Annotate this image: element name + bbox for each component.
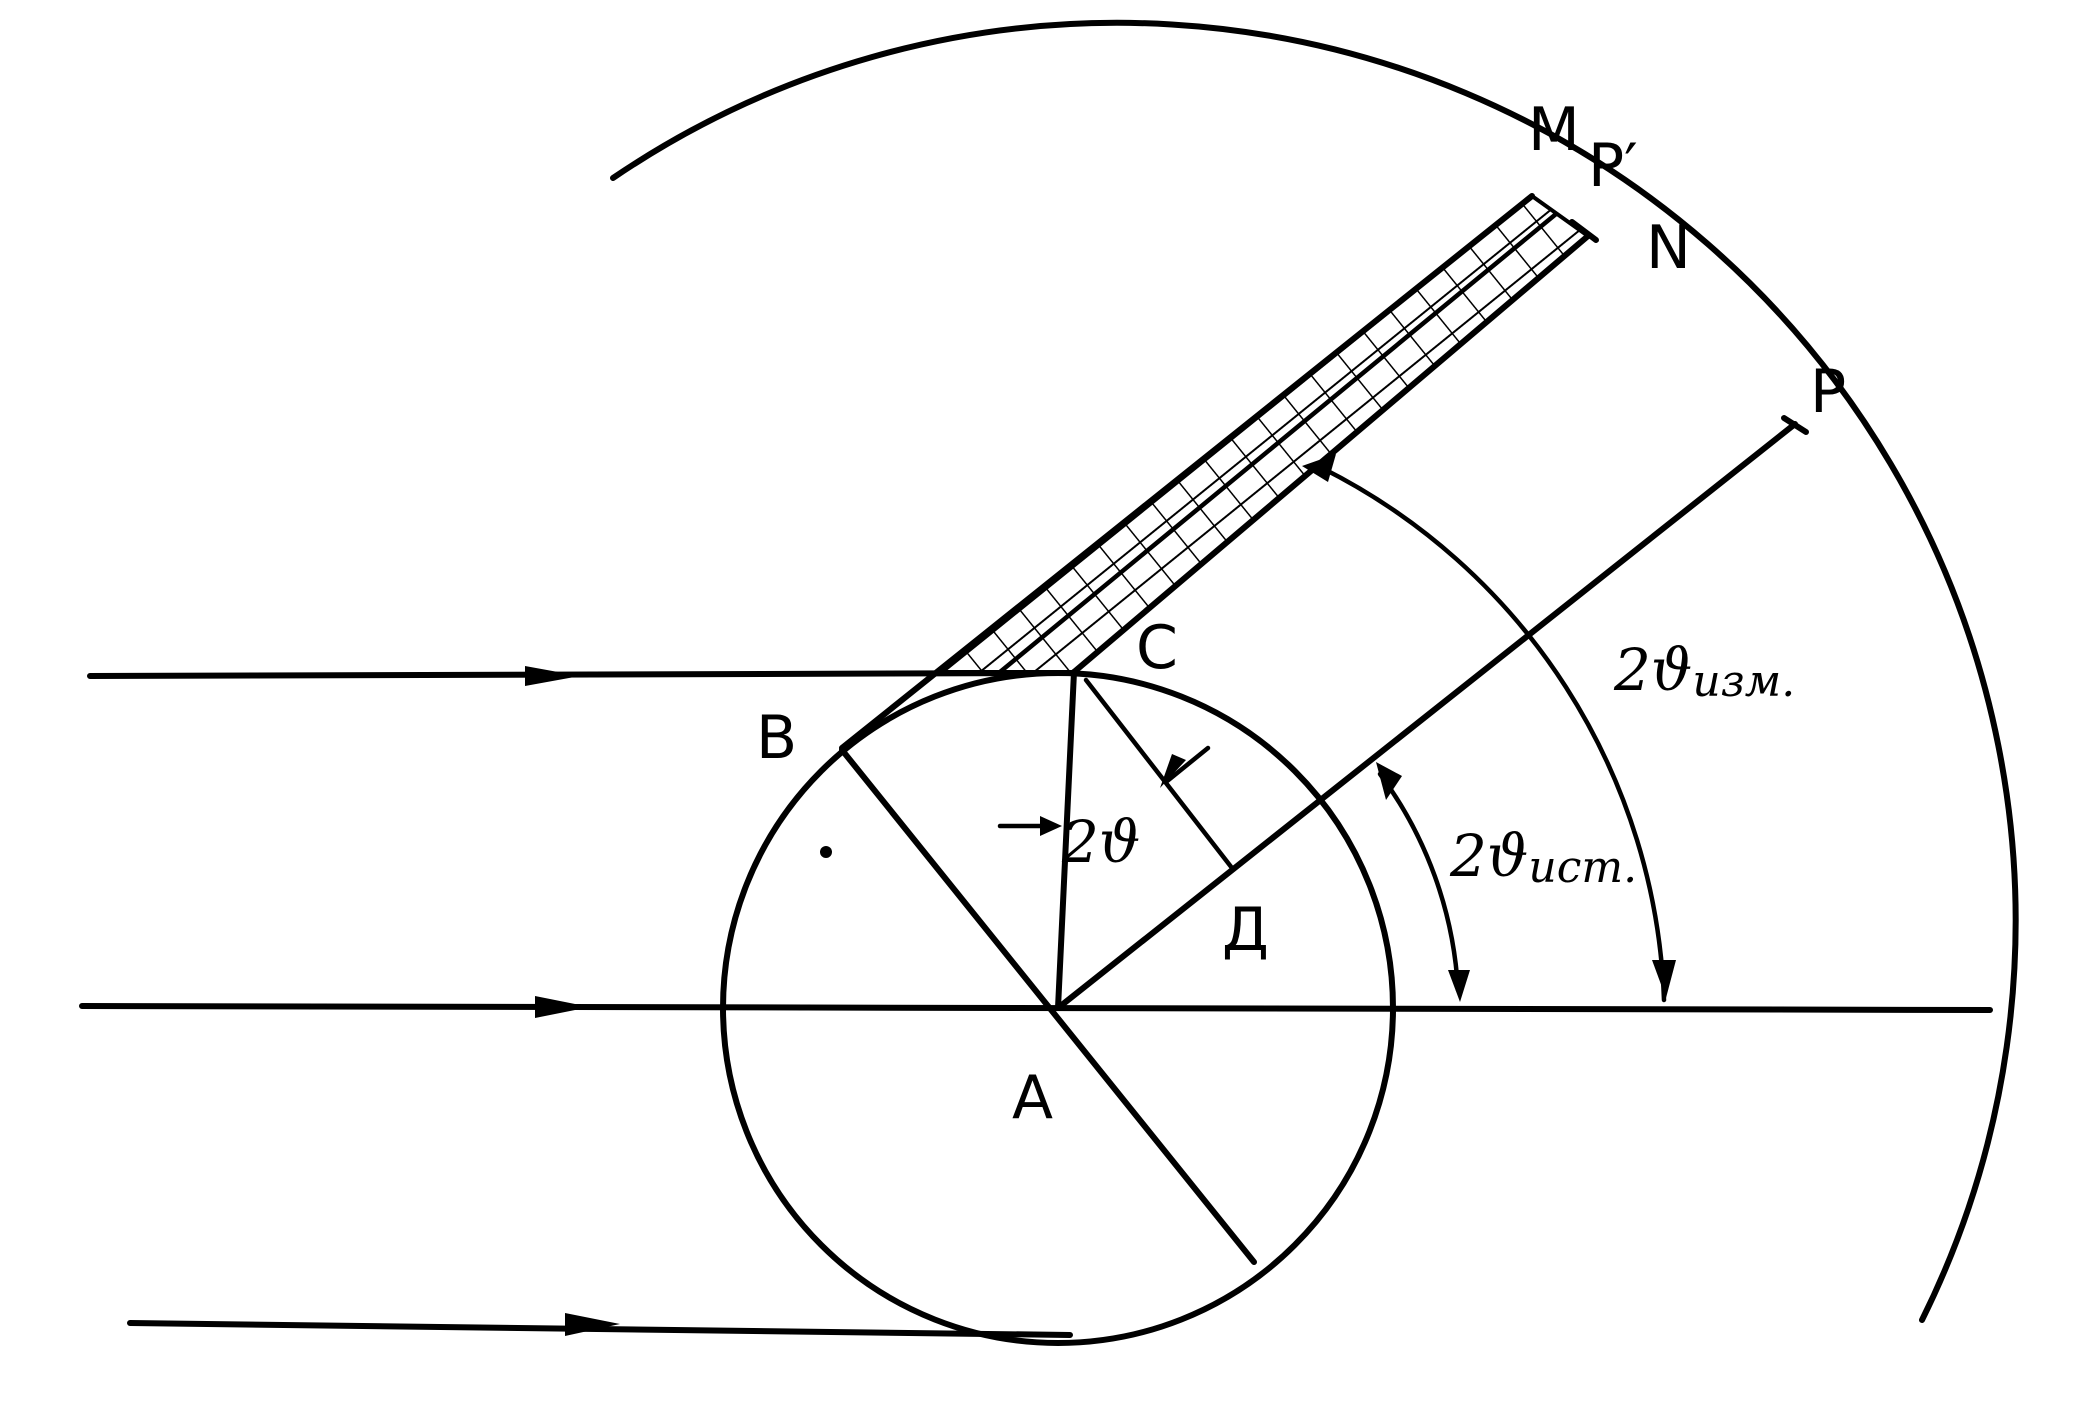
label-a: A (1012, 1063, 1053, 1133)
beam-arrowhead-bottom (565, 1313, 620, 1336)
arrowhead-true-bottom (1448, 970, 1470, 1002)
label-d: Д (1222, 895, 1269, 965)
small-arrowhead-left (1040, 816, 1062, 836)
label-m: M (1528, 95, 1580, 165)
radius-a-c (1055, 669, 1077, 1011)
beam-arrowhead-middle (535, 996, 590, 1018)
two-theta-true-sub: ист. (1528, 842, 1637, 893)
label-two-theta-true: 2ϑист. (1449, 822, 1637, 893)
stray-dot (820, 846, 832, 858)
band-edge-inner (997, 211, 1559, 675)
band-edge-upper (839, 193, 1535, 751)
label-two-theta-measured: 2ϑизм. (1613, 636, 1795, 707)
segment-c-d (1083, 677, 1235, 871)
arrowhead-measured-bottom (1652, 960, 1676, 998)
outer-arc (610, 19, 2019, 1323)
small-arrowhead-right (1160, 754, 1186, 788)
diameter-b-a (839, 747, 1257, 1265)
incident-beams (79, 666, 1993, 1338)
incident-beam-bottom (127, 1320, 1073, 1338)
label-two-theta: 2ϑ (1061, 808, 1140, 876)
arc-two-theta-measured (1319, 465, 1667, 1003)
two-theta-measured-main: 2ϑ (1613, 636, 1692, 704)
label-n: N (1646, 213, 1691, 283)
label-b: B (756, 703, 797, 773)
two-theta-measured-sub: изм. (1692, 656, 1795, 707)
tick-p (1781, 415, 1809, 435)
arc-two-theta-true (1377, 771, 1461, 993)
beam-arrowhead-top (525, 666, 580, 686)
band-edge-lower (1071, 233, 1591, 675)
label-p: P (1810, 357, 1846, 427)
arrowhead-measured-top (1302, 454, 1336, 482)
tick-n (1569, 219, 1599, 243)
line-a-p (1055, 421, 1798, 1011)
two-theta-true-main: 2ϑ (1449, 822, 1528, 890)
incident-beam-middle (79, 1003, 1993, 1013)
arrowhead-true-top (1376, 762, 1402, 800)
label-p-prime: P′ (1588, 131, 1638, 201)
small-arrow-right (1163, 745, 1211, 785)
label-c: C (1136, 613, 1178, 683)
incident-beam-top (87, 670, 1073, 679)
